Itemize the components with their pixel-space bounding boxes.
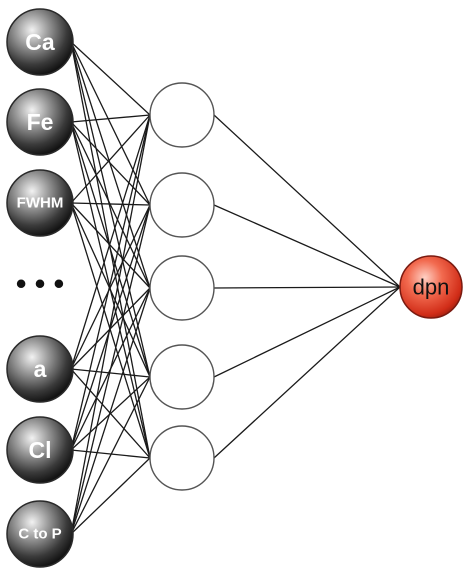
input-node-label: C to P xyxy=(18,526,61,543)
edge-input-to-hidden xyxy=(70,368,151,378)
edge-input-to-hidden xyxy=(70,204,151,535)
input-node-label: a xyxy=(34,356,47,382)
input-layer: Ca Fe FWHM • • • a Cl C to P xyxy=(6,8,74,568)
edge-input-to-hidden xyxy=(70,114,151,451)
output-node-dpn: dpn xyxy=(399,255,463,319)
edge-input-to-hidden xyxy=(70,114,151,204)
input-node-cl: Cl xyxy=(6,416,74,484)
edge-input-to-hidden xyxy=(70,449,151,459)
edge-input-to-hidden xyxy=(70,376,151,451)
edge-hidden-to-output xyxy=(213,286,401,289)
edge-input-to-hidden xyxy=(70,202,151,206)
input-node-ca: Ca xyxy=(6,8,74,76)
input-node-a: a xyxy=(6,335,74,403)
hidden-node xyxy=(149,82,215,148)
input-node-fwhm: FWHM xyxy=(6,169,74,237)
edge-input-to-hidden xyxy=(70,41,151,116)
edge-hidden-to-output xyxy=(213,204,401,288)
edge-input-to-hidden xyxy=(70,204,151,370)
edge-hidden-to-output xyxy=(213,114,401,288)
edge-input-to-hidden xyxy=(70,121,151,378)
hidden-node xyxy=(149,425,215,491)
input-node-label: FWHM xyxy=(17,195,64,212)
edge-hidden-to-output xyxy=(213,286,401,378)
output-node-label: dpn xyxy=(413,275,450,300)
input-node-label: Cl xyxy=(29,437,52,463)
connection-edges xyxy=(70,41,401,535)
hidden-node xyxy=(149,172,215,238)
edge-input-to-hidden xyxy=(70,114,151,370)
input-node-label: Fe xyxy=(27,109,54,135)
edge-hidden-to-output xyxy=(213,286,401,459)
edge-input-to-hidden xyxy=(70,41,151,206)
ellipsis: • • • xyxy=(16,268,64,301)
edge-input-to-hidden xyxy=(70,202,151,289)
edge-input-to-hidden xyxy=(70,114,151,123)
edge-input-to-hidden xyxy=(70,457,151,535)
input-node-label: Ca xyxy=(25,29,55,55)
edge-input-to-hidden xyxy=(70,114,151,535)
hidden-layer xyxy=(149,82,215,491)
edge-input-to-hidden xyxy=(70,287,151,535)
edge-input-to-hidden xyxy=(70,202,151,378)
edge-input-to-hidden xyxy=(70,202,151,459)
edge-input-to-hidden xyxy=(70,41,151,378)
edge-input-to-hidden xyxy=(70,376,151,535)
input-node-c-to-p: C to P xyxy=(6,500,74,568)
input-node-fe: Fe xyxy=(6,88,74,156)
hidden-node xyxy=(149,255,215,321)
hidden-node xyxy=(149,344,215,410)
edge-input-to-hidden xyxy=(70,121,151,206)
